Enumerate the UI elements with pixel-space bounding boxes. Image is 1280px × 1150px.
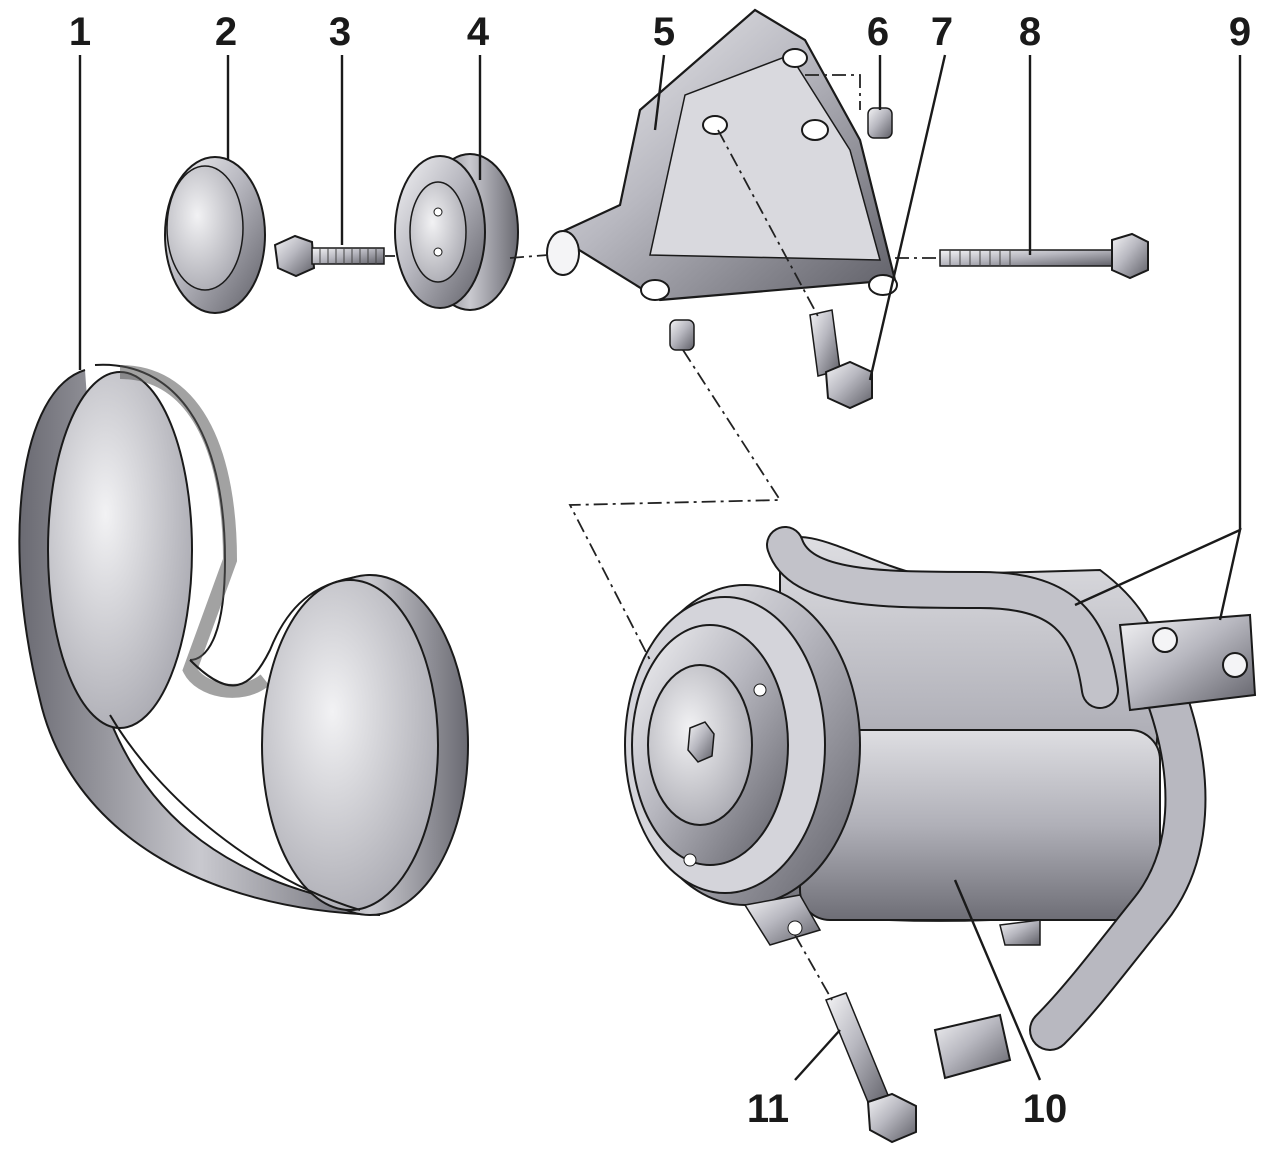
callout-8: 8 (1019, 10, 1041, 54)
compressor-bracket (546, 8, 898, 302)
bracket-bolt-short (809, 309, 873, 410)
ac-compressor (624, 535, 1163, 946)
refrigerant-pipes (766, 526, 1257, 1080)
callout-3: 3 (329, 10, 351, 54)
pulley-cap (164, 156, 266, 314)
callout-4: 4 (467, 10, 490, 54)
compressor-mounting-bolt (825, 992, 917, 1144)
callout-11: 11 (747, 1087, 789, 1131)
callout-1: 1 (69, 10, 91, 54)
tensioner-pulley (394, 153, 519, 311)
callout-7: 7 (931, 10, 953, 54)
callout-6: 6 (867, 10, 889, 54)
drive-belt (18, 363, 469, 916)
callout-5: 5 (653, 10, 675, 54)
callout-2: 2 (215, 10, 237, 54)
dowel-sleeve-upper (867, 107, 893, 139)
dowel-sleeve-lower (669, 319, 695, 351)
bracket-bolt-long (939, 232, 1149, 280)
callout-leaders (78, 54, 1242, 1081)
callout-labels: 1 2 3 4 5 6 7 8 9 10 11 (69, 10, 1251, 1131)
assembly-axes (385, 74, 940, 1001)
callout-10: 10 (1023, 1087, 1068, 1131)
callout-9: 9 (1229, 10, 1251, 54)
pulley-bolt (273, 234, 385, 278)
